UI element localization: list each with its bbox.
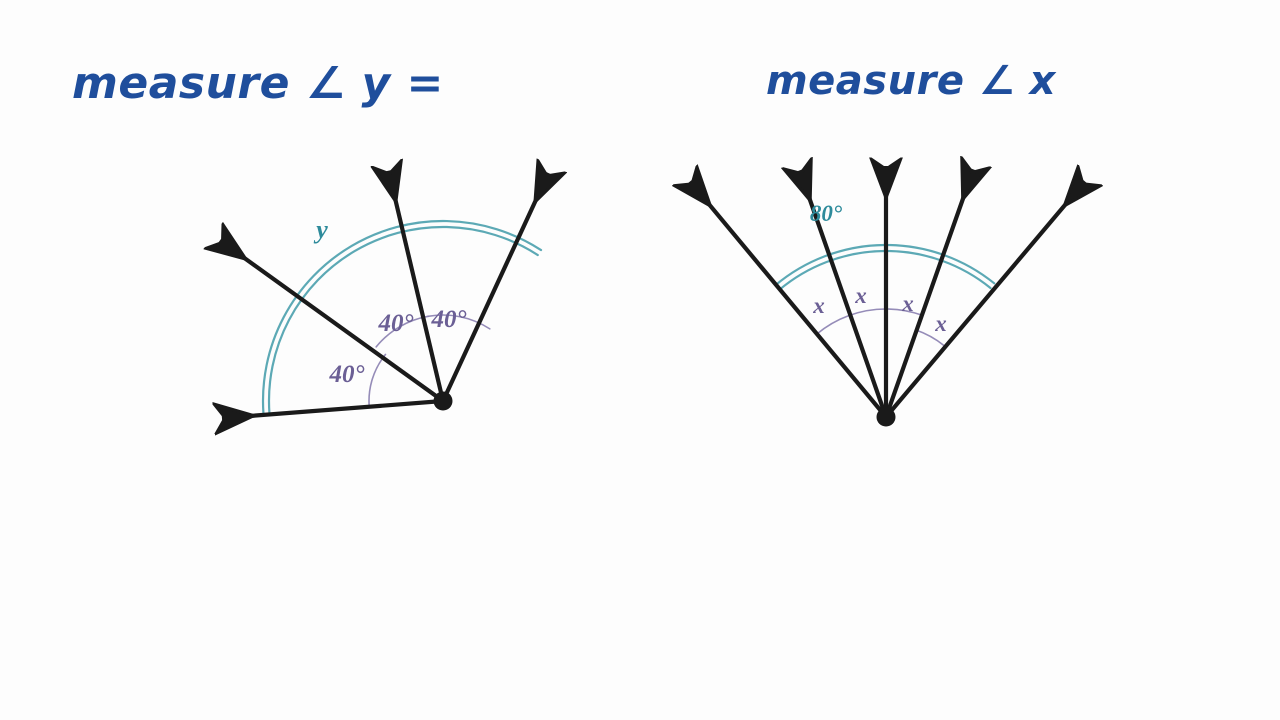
heading-measure-angle-y: measure ∠ y =	[72, 58, 444, 109]
ray-right-2	[800, 170, 888, 418]
label-40-lower: 40°	[329, 361, 365, 388]
ray-right-4	[884, 169, 973, 418]
ray-right-5	[884, 181, 1085, 419]
label-40-middle: 40°	[378, 310, 414, 337]
angle-diagram-y: 40° 40° 40° y	[220, 171, 548, 418]
arc-40-upper	[427, 314, 491, 330]
arc-y-stroke-2	[261, 219, 543, 415]
ray-left-upper	[389, 171, 446, 402]
label-40-upper: 40°	[431, 306, 467, 333]
ray-left-upper-left	[220, 240, 445, 403]
diagram-left-vertex-dot	[433, 391, 453, 411]
label-x-3: x	[901, 291, 914, 316]
diagram-right-vertex-dot	[876, 407, 896, 427]
heading-measure-angle-x: measure ∠ x	[766, 58, 1057, 104]
label-x-1: x	[812, 293, 825, 318]
arc-y-stroke-1	[267, 225, 539, 415]
label-x-4: x	[934, 311, 947, 336]
label-80: 80°	[810, 201, 843, 226]
ray-left-horizontal	[222, 398, 444, 418]
ray-left-upper-right	[441, 173, 548, 402]
label-x-2: x	[854, 283, 867, 308]
ray-right-1	[690, 181, 888, 419]
label-y: y	[313, 215, 328, 244]
